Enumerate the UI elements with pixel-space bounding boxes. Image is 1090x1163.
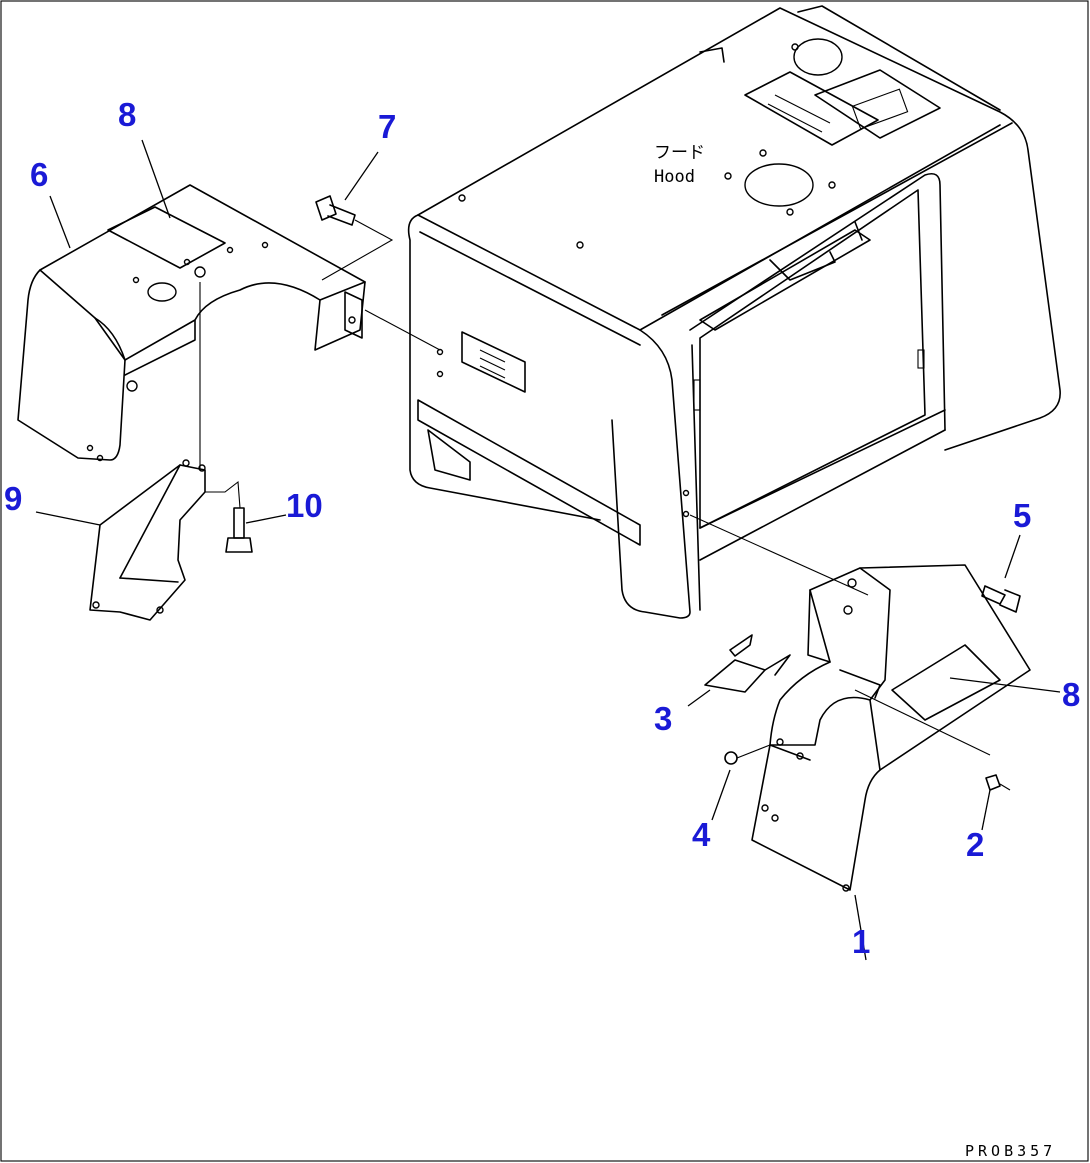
hood-label-en: Hood	[654, 167, 695, 187]
bolt-part-5	[981, 585, 1021, 613]
bolt-part-7	[315, 195, 356, 226]
callout-leaders	[35, 139, 1061, 961]
callout-2: 2	[966, 826, 984, 863]
seal-part-3	[704, 634, 791, 693]
callout-10: 10	[286, 487, 323, 524]
bolt-7-leader	[321, 219, 394, 281]
left-bracket-part-9	[89, 459, 206, 621]
bolt-part-10	[225, 507, 253, 553]
callout-3: 3	[654, 700, 672, 737]
cover-6-align-leader	[364, 309, 441, 351]
left-cover-part-6	[17, 184, 366, 462]
cover-1-align-leader	[689, 514, 869, 596]
callout-6: 6	[30, 156, 48, 193]
cover-1-side-leader	[854, 689, 991, 756]
callout-1: 1	[852, 923, 870, 960]
callout-5: 5	[1013, 497, 1031, 534]
nut-part-2	[985, 774, 1011, 791]
callout-8-right: 8	[1062, 676, 1080, 713]
callout-7: 7	[378, 108, 396, 145]
clip-part-4	[724, 744, 771, 765]
callout-8-left: 8	[118, 96, 136, 133]
drawing-code: PROB357	[965, 1142, 1056, 1160]
right-cover-part-1	[751, 564, 1031, 892]
hood-label-jp: フード	[654, 143, 705, 163]
hood-assembly	[407, 5, 1061, 619]
bolt-10-leader	[199, 282, 241, 509]
callout-4: 4	[692, 816, 711, 853]
callout-9: 9	[4, 480, 22, 517]
